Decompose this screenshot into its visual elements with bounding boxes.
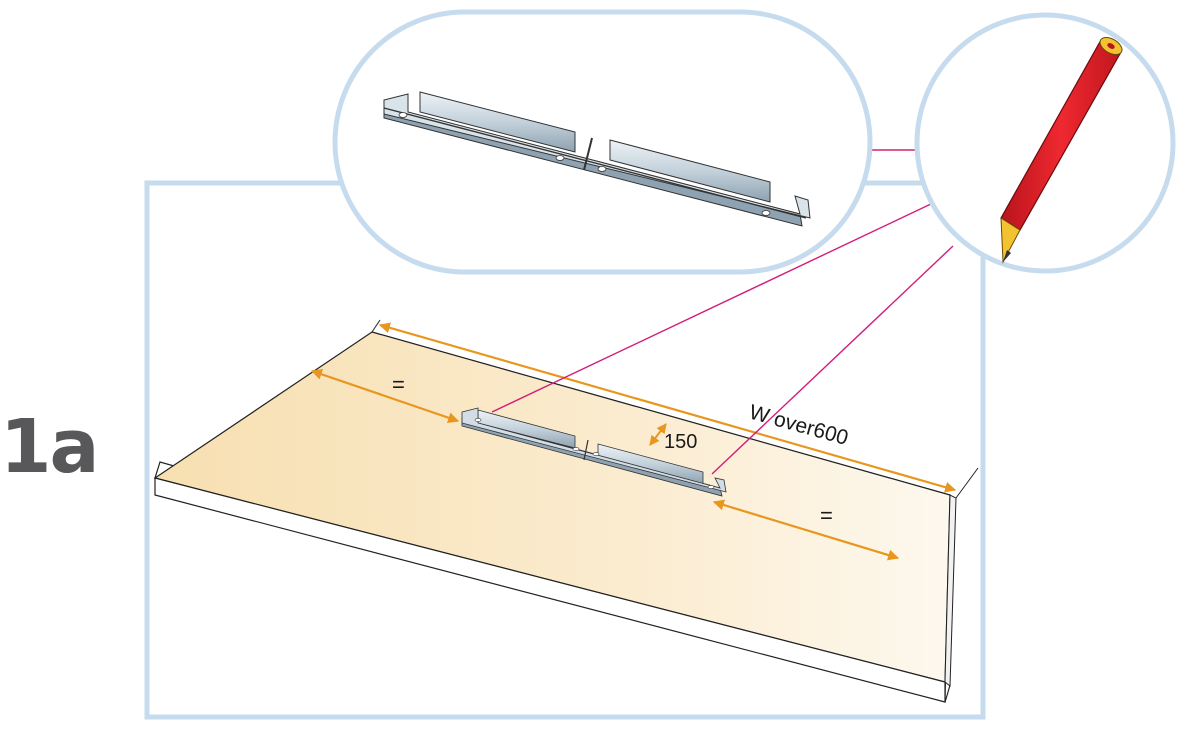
equal-distance-arrow-left	[310, 369, 460, 423]
leader-line-bracket-end	[711, 245, 954, 475]
extension-line-right	[955, 467, 979, 499]
bracket-detail-icon	[383, 91, 811, 227]
equal-label-right: =	[820, 503, 833, 528]
width-dimension-arrow	[378, 322, 957, 493]
offset-dimension-label: 150	[664, 431, 697, 453]
mounting-bracket-icon	[461, 407, 727, 497]
pencil-icon	[1000, 36, 1123, 264]
countertop-front-edge	[154, 477, 946, 703]
leader-line-bracket-start	[491, 202, 934, 413]
offset-dimension-arrow	[649, 423, 667, 446]
equal-label-left: =	[392, 372, 405, 397]
step-label: 1a	[0, 404, 99, 490]
equal-distance-arrow-right	[712, 499, 900, 561]
extension-line-left	[371, 319, 381, 333]
pencil-callout	[914, 12, 1176, 274]
bracket-detail-callout	[332, 9, 873, 275]
countertop	[153, 331, 957, 703]
